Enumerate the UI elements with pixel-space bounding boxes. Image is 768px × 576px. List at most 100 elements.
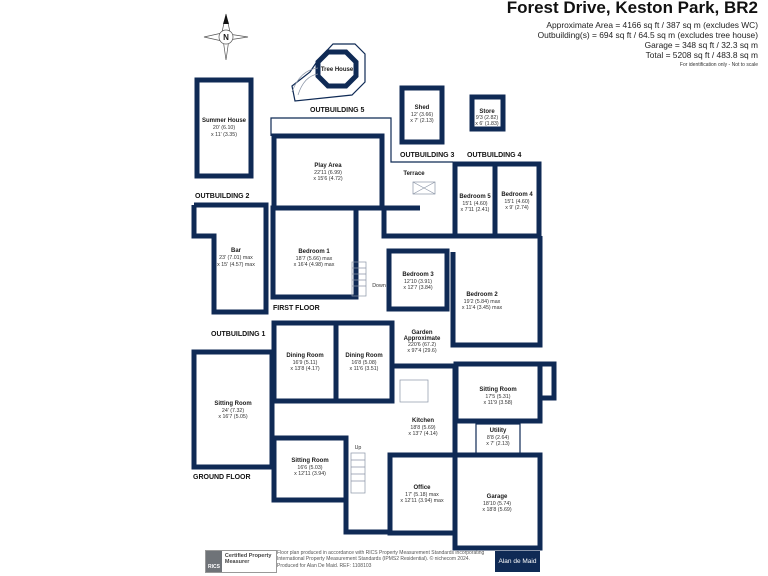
store: Store 9'3 (2.82) x 6' (1.83) [469, 94, 506, 132]
svg-text:16'8 (5.08): 16'8 (5.08) [351, 360, 376, 366]
svg-text:x 9' (2.74): x 9' (2.74) [505, 205, 529, 211]
svg-text:Bedroom 3: Bedroom 3 [402, 272, 434, 278]
svg-text:x 12'11 (3.94) max: x 12'11 (3.94) max [400, 498, 444, 504]
property-title: Forest Drive, Keston Park, BR2 [506, 0, 758, 17]
svg-text:8'8 (2.64): 8'8 (2.64) [487, 435, 509, 441]
kitchen: Kitchen 18'8 (5.69) x 13'7 (4.14) [388, 363, 458, 458]
svg-text:12'10 (3.91): 12'10 (3.91) [404, 279, 432, 285]
svg-text:Kitchen: Kitchen [412, 418, 434, 424]
sitting-room-left: Sitting Room 24' (7.32) x 16'7 (5.05) [191, 349, 275, 470]
svg-text:Bedroom 4: Bedroom 4 [501, 192, 533, 198]
outbuildings-area: Outbuilding(s) = 694 sq ft / 64.5 sq m (… [537, 30, 758, 40]
svg-text:24' (7.32): 24' (7.32) [222, 408, 244, 414]
svg-text:Sitting Room: Sitting Room [214, 401, 251, 407]
svg-text:x 13'8 (4.17): x 13'8 (4.17) [290, 366, 320, 372]
svg-text:Dining Room: Dining Room [345, 353, 382, 359]
svg-text:Utility: Utility [490, 428, 507, 434]
svg-text:220'6 (67.2): 220'6 (67.2) [408, 342, 436, 348]
svg-text:17' (5.18) max: 17' (5.18) max [405, 492, 439, 498]
outbuilding-3-label: OUTBUILDING 3 [400, 152, 455, 159]
svg-text:Play Area: Play Area [314, 163, 342, 169]
outbuilding-5-label: OUTBUILDING 5 [310, 107, 365, 114]
svg-text:x 12'11 (3.94): x 12'11 (3.94) [294, 471, 326, 477]
staircase-down: Down [351, 261, 386, 297]
svg-text:x 12'7 (3.84): x 12'7 (3.84) [403, 285, 433, 291]
svg-text:x 13'7 (4.14): x 13'7 (4.14) [408, 431, 438, 437]
shed: Shed 12' (3.66) x 7' (2.13) [399, 85, 445, 145]
svg-text:22'11 (6.99): 22'11 (6.99) [314, 170, 342, 176]
bedroom-3: Bedroom 3 12'10 (3.91) x 12'7 (3.84) [386, 248, 450, 312]
svg-text:N: N [223, 33, 229, 42]
svg-text:23' (7.01) max: 23' (7.01) max [219, 255, 253, 261]
svg-text:Bedroom 1: Bedroom 1 [298, 249, 330, 255]
north-arrow-compass-icon: N [203, 13, 249, 61]
svg-text:x 18'8 (5.69): x 18'8 (5.69) [482, 507, 512, 513]
svg-text:x 16'7 (5.05): x 16'7 (5.05) [218, 414, 248, 420]
svg-text:Approximate: Approximate [404, 336, 441, 342]
svg-text:Office: Office [413, 485, 431, 491]
rics-badge-text: Certified Property Measurer [224, 553, 272, 565]
bedroom-5: Bedroom 5 15'1 (4.60) x 7'11 (2.41) [452, 161, 498, 239]
svg-text:x 97'4 (29.6): x 97'4 (29.6) [407, 348, 437, 354]
svg-text:x 6' (1.83): x 6' (1.83) [475, 121, 499, 127]
svg-text:12' (3.66): 12' (3.66) [411, 112, 433, 118]
svg-text:Bedroom 5: Bedroom 5 [459, 194, 491, 200]
tree-house: Tree House [291, 43, 366, 102]
svg-text:Terrace: Terrace [403, 171, 425, 177]
svg-text:Up: Up [355, 445, 362, 451]
sitting-room-bottom: Sitting Room 16'6 (5.03) x 12'11 (3.94) [271, 435, 349, 503]
utility: Utility 8'8 (2.64) x 7' (2.13) [475, 423, 521, 456]
svg-text:Store: Store [479, 109, 495, 115]
first-floor-label: FIRST FLOOR [273, 305, 320, 312]
svg-text:16'9 (5.11): 16'9 (5.11) [293, 360, 318, 366]
svg-text:x 15' (4.57) max: x 15' (4.57) max [217, 262, 255, 268]
svg-text:17'5 (5.31): 17'5 (5.31) [485, 394, 510, 400]
svg-text:x 7'11 (2.41): x 7'11 (2.41) [461, 207, 490, 213]
svg-text:Garage: Garage [487, 494, 508, 500]
svg-text:Bar: Bar [231, 248, 242, 254]
svg-text:Down: Down [372, 283, 386, 289]
svg-text:Bedroom 2: Bedroom 2 [466, 292, 498, 298]
svg-text:Summer House: Summer House [202, 118, 247, 124]
bedroom-1: Bedroom 1 18'7 (5.66) max x 16'4 (4.98) … [270, 205, 359, 300]
svg-text:Sitting Room: Sitting Room [479, 387, 516, 393]
total-area: Total = 5208 sq ft / 483.8 sq m [645, 50, 758, 60]
terrace: Terrace [403, 171, 436, 195]
svg-text:20' (6.10): 20' (6.10) [213, 125, 235, 131]
bedroom-4: Bedroom 4 15'1 (4.60) x 9' (2.74) [492, 161, 542, 239]
svg-text:9'3 (2.82): 9'3 (2.82) [476, 115, 498, 121]
svg-text:x 11' (3.35): x 11' (3.35) [211, 132, 237, 138]
svg-text:Garden: Garden [411, 330, 432, 336]
sitting-room-right: Sitting Room 17'5 (5.31) x 11'9 (3.58) [453, 361, 543, 424]
rics-seal-logo: RICS [206, 551, 222, 572]
svg-text:18'7 (5.66) max: 18'7 (5.66) max [296, 256, 333, 262]
svg-text:x 11'4 (3.45) max: x 11'4 (3.45) max [462, 305, 503, 311]
bar: Bar 23' (7.01) max x 15' (4.57) max [191, 202, 269, 315]
dining-room-1: Dining Room 16'9 (5.11) x 13'8 (4.17) [271, 320, 339, 404]
office: Office 17' (5.18) max x 12'11 (3.94) max [387, 452, 458, 536]
svg-text:Sitting Room: Sitting Room [291, 458, 328, 464]
scale-note: For identification only - Not to scale [679, 62, 758, 68]
svg-text:x 11'9 (3.58): x 11'9 (3.58) [484, 400, 513, 406]
svg-text:18'10 (5.74): 18'10 (5.74) [483, 501, 511, 507]
outbuilding-4-label: OUTBUILDING 4 [467, 152, 522, 159]
rics-certified-badge: RICS Certified Property Measurer [205, 550, 277, 573]
svg-text:15'1 (4.60): 15'1 (4.60) [462, 201, 487, 207]
outbuilding-2-label: OUTBUILDING 2 [195, 193, 250, 200]
svg-text:Dining Room: Dining Room [286, 353, 323, 359]
ground-floor-label: GROUND FLOOR [193, 474, 251, 481]
approximate-area: Approximate Area = 4166 sq ft / 387 sq m… [546, 20, 758, 30]
staircase-up: Up [350, 445, 366, 494]
garage: Garage 18'10 (5.74) x 18'8 (5.69) [452, 452, 543, 551]
svg-text:18'8 (5.69): 18'8 (5.69) [410, 425, 435, 431]
svg-text:x 7' (2.13): x 7' (2.13) [410, 118, 434, 124]
garden: Garden Approximate 220'6 (67.2) x 97'4 (… [404, 330, 441, 354]
svg-text:16'6 (5.03): 16'6 (5.03) [297, 465, 322, 471]
svg-text:x 11'6 (3.51): x 11'6 (3.51) [350, 366, 379, 372]
svg-text:15'1 (4.60): 15'1 (4.60) [504, 199, 529, 205]
garage-area: Garage = 348 sq ft / 32.3 sq m [644, 40, 758, 50]
outbuilding-1-label: OUTBUILDING 1 [211, 331, 266, 338]
svg-text:x 15'6 (4.72): x 15'6 (4.72) [313, 176, 343, 182]
svg-text:Shed: Shed [415, 105, 430, 111]
